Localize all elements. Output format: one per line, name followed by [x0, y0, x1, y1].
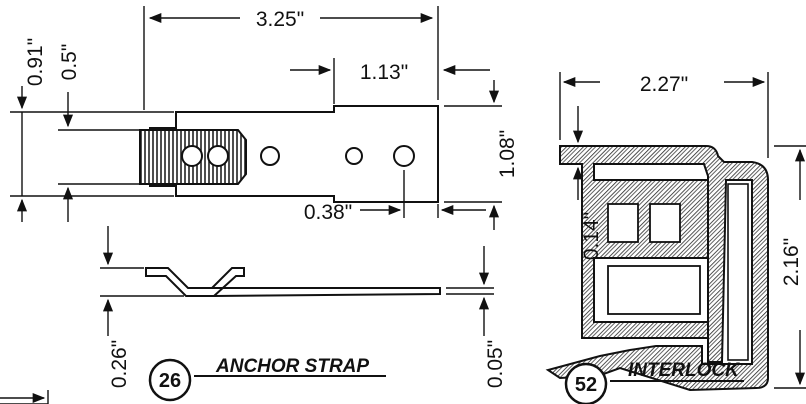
interlock-cell-3: [607, 265, 701, 315]
caption-anchor-strap: ANCHOR STRAP: [215, 356, 369, 377]
strap-hole-1: [181, 145, 203, 167]
dim-total-height: 0.91": [24, 38, 47, 86]
interlock-drawing: 2.27" 0.14" 2.16" 52 INTERLOCK: [545, 72, 806, 404]
strap-side-view: [145, 267, 245, 297]
dim-thickness: 0.05": [484, 340, 507, 388]
strap-hole-4: [345, 147, 363, 165]
part-number-52: 52: [575, 374, 597, 396]
dim-side-height: 0.26": [108, 340, 131, 388]
part-number-badge-26: [148, 358, 192, 402]
part-number-26: 26: [159, 370, 181, 392]
part-number-badge-52: [564, 362, 608, 404]
caption-interlock: INTERLOCK: [628, 360, 740, 381]
strap-hole-5: [393, 145, 415, 167]
strap-hole-2: [207, 145, 229, 167]
strap-side-tail: [212, 287, 441, 297]
interlock-tube: [727, 183, 749, 361]
dim-interlock-height: 2.16": [780, 238, 803, 286]
strap-hole-3: [260, 146, 280, 166]
dim-hole-offset: 0.38": [304, 201, 352, 224]
strap-plate-outline: [149, 105, 439, 203]
interlock-cell-2: [649, 203, 681, 243]
dim-plate-height: 1.08": [496, 130, 519, 178]
interlock-cell-1: [607, 203, 639, 243]
interlock-profile: [545, 145, 769, 392]
dim-overall-length: 3.25": [256, 8, 304, 31]
dim-interlock-wall: 0.14": [580, 212, 603, 260]
anchor-strap-drawing: 3.25" 1.13" 0.91" 0.5" 1.08" 0.38": [0, 6, 519, 404]
dim-interlock-width: 2.27": [640, 73, 688, 96]
dim-inner-height: 0.5": [58, 44, 81, 81]
dim-section-length: 1.13": [360, 61, 408, 84]
